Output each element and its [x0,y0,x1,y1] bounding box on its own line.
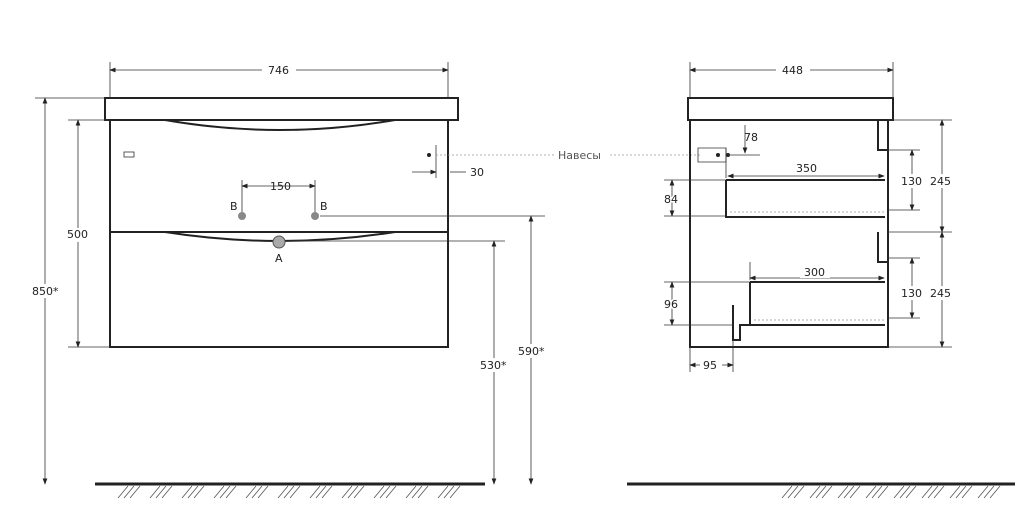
sink-curve-top [164,119,396,131]
hangers-label: Навесы [558,149,601,162]
floor-hatch-side [781,485,1001,499]
front-view: 150 B B A 30 746 850* 500 530* 590* [30,62,552,499]
siphon-offset-label: 95 [703,359,717,372]
hanger-left-icon [123,151,135,158]
upper-drawer [725,179,885,218]
lower-drawer [732,281,885,341]
countertop-side [687,97,894,121]
hole-b-right-label: B [320,200,328,213]
supply-height-label: 590* [518,345,545,358]
hole-b-right [311,212,319,220]
holes-spacing-label: 150 [270,180,291,193]
hanger-offset-label: 78 [744,131,758,144]
width-label: 746 [268,64,289,77]
hole-b-left-label: B [230,200,238,213]
lower-inner-height-label: 130 [901,287,922,300]
upper-section-height-label: 245 [930,175,951,188]
lower-drawer-depth-label: 300 [804,266,825,279]
depth-label: 448 [782,64,803,77]
upper-inner-height-label: 130 [901,175,922,188]
total-height-label: 850* [32,285,59,298]
hole-b-left [238,212,246,220]
floor-hatch-front [117,485,461,499]
cabinet-body-front [109,119,449,348]
drain-label: A [275,252,283,265]
hanger-right-icon [427,153,431,157]
upper-drawer-front-label: 84 [664,193,678,206]
drain-height-label: 530* [480,359,507,372]
side-view: 78 350 300 448 84 96 95 [627,62,1015,499]
lower-drawer-front-label: 96 [664,298,678,311]
offset-label: 30 [470,166,484,179]
body-height-label: 500 [67,228,88,241]
hanger-bracket [697,147,727,163]
countertop-front [104,97,459,121]
drain-hole-a [272,235,286,249]
lower-section-height-label: 245 [930,287,951,300]
upper-drawer-depth-label: 350 [796,162,817,175]
cabinet-body-side [689,119,889,348]
